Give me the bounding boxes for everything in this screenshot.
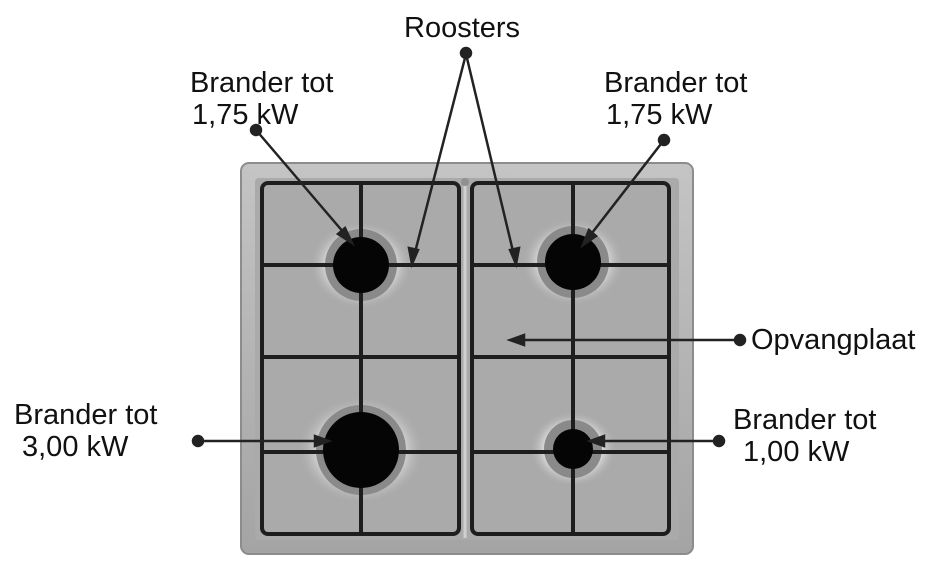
label-drip-tray: Opvangplaat <box>751 324 916 356</box>
leader-burner-top-right <box>584 139 665 243</box>
burner-bottom-right <box>553 429 593 469</box>
label-burner-top-right-line1: Brander tot <box>604 67 748 99</box>
label-burner-top-left: Brander tot 1,75 kW <box>190 67 333 131</box>
label-grates: Roosters <box>404 12 521 44</box>
burner-top-left <box>333 237 389 293</box>
label-burner-top-right-line2: 1,75 kW <box>606 99 713 131</box>
leader-burner-top-left <box>255 129 351 241</box>
leader-grates-left <box>410 53 468 265</box>
label-burner-top-left-line1: Brander tot <box>190 67 334 99</box>
label-burner-bottom-right-line1: Brander tot <box>733 404 877 436</box>
leader-grates-right <box>464 53 518 265</box>
label-burner-bottom-right-line2: 1,00 kW <box>743 436 850 468</box>
label-burner-bottom-left-line2: 3,00 kW <box>22 431 129 463</box>
label-burner-bottom-left-line1: Brander tot <box>14 399 158 431</box>
burner-top-right <box>545 234 601 290</box>
burner-bottom-left <box>323 412 399 488</box>
label-burner-top-right: Brander tot 1,75 kW <box>604 67 747 131</box>
label-burner-top-left-line2: 1,75 kW <box>192 99 299 131</box>
leader-lines <box>191 46 747 448</box>
label-burner-bottom-right: Brander tot 1,00 kW <box>733 404 876 468</box>
label-burner-bottom-left: Brander tot 3,00 kW <box>14 399 157 463</box>
